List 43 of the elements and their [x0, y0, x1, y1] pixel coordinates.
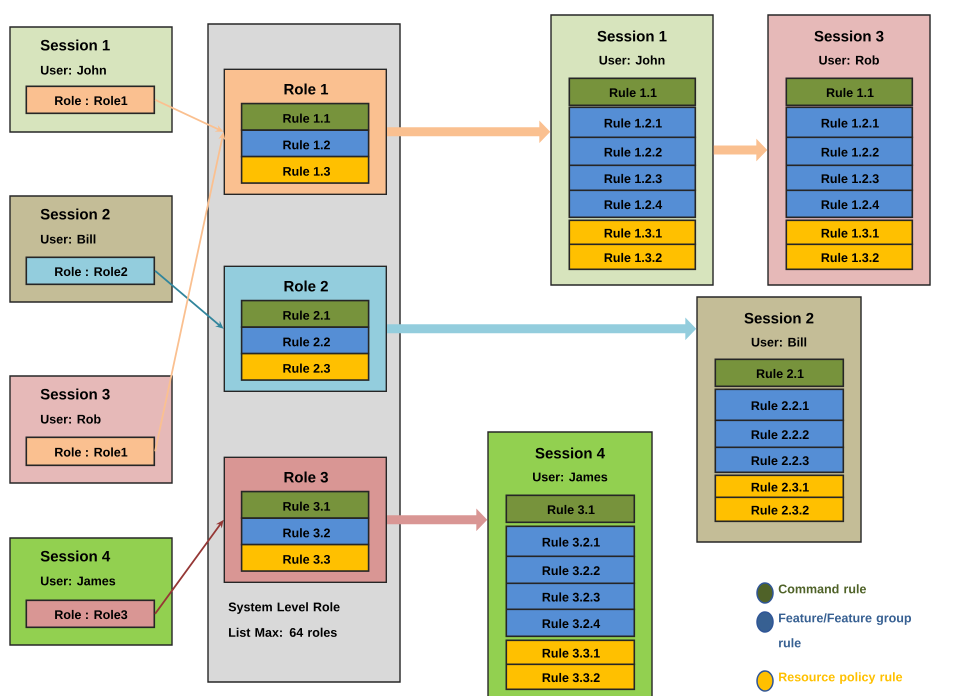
rule-bar: Rule 1.3.2: [568, 244, 696, 270]
rule-bar: Rule 2.3.2: [714, 496, 844, 522]
role-assignment-box: Role : Role3: [26, 600, 156, 628]
rule-bar: Rule 1.1: [786, 78, 914, 106]
rule-bar: Rule 2.1: [240, 300, 370, 328]
rule-bar: Rule 3.2.3: [506, 582, 636, 610]
rule-bar: Rule 2.1: [714, 358, 844, 388]
rule-bar: Rule 3.2.1: [506, 526, 636, 558]
legend-text: Command rule: [778, 584, 866, 594]
role-assignment-box: Role : Role1: [26, 86, 156, 114]
rule-bar: Rule 3.1: [240, 490, 370, 519]
rule-bar: Rule 1.2.3: [568, 164, 696, 192]
rule-bar: Rule 1.1: [568, 78, 696, 106]
rule-bar: Rule 2.2.3: [714, 446, 844, 474]
rule-bar: Rule 1.2.1: [568, 106, 696, 138]
rule-bar: Rule 3.2.4: [506, 608, 636, 638]
rule-bar: Rule 3.1: [506, 494, 636, 524]
rule-bar: Rule 1.2.2: [568, 136, 696, 166]
rule-bar: Rule 1.3.1: [786, 220, 914, 246]
rule-bar: Rule 2.2.1: [714, 388, 844, 422]
role-assignment-box: Role : Role2: [26, 256, 156, 286]
rule-bar: Rule 3.2.2: [506, 556, 636, 584]
legend-text: Feature/Feature group rule: [779, 613, 912, 648]
rule-bar: Rule 3.3.2: [506, 664, 636, 690]
rule-bar: Rule 2.3: [240, 352, 370, 381]
rule-bar: Rule 3.3: [240, 544, 370, 572]
rule-bar: Rule 1.2.3: [786, 164, 914, 192]
rule-bar: Rule 2.2: [240, 326, 370, 354]
rule-bar: Rule 3.3.1: [506, 640, 636, 666]
rule-bar: Rule 2.2.2: [714, 420, 844, 448]
rule-bar: Rule 1.3.1: [568, 220, 696, 246]
rule-bar: Rule 1.2.4: [568, 190, 696, 218]
rule-bar: Rule 1.2.1: [786, 106, 914, 138]
rule-bar: Rule 1.2.4: [786, 190, 914, 218]
rule-bar: Rule 1.1: [240, 102, 370, 131]
legend-text: Resource policy rule: [779, 672, 902, 684]
rule-bar: Rule 1.3.2: [786, 244, 914, 270]
rule-bar: Rule 1.2: [240, 129, 370, 158]
rule-bar: Rule 1.2.2: [786, 136, 914, 166]
rule-bar: Rule 2.3.1: [714, 474, 844, 498]
role-assignment-box: Role : Role1: [26, 436, 156, 466]
rule-bar: Rule 3.2: [240, 517, 370, 546]
rule-bar: Rule 1.3: [240, 156, 370, 184]
